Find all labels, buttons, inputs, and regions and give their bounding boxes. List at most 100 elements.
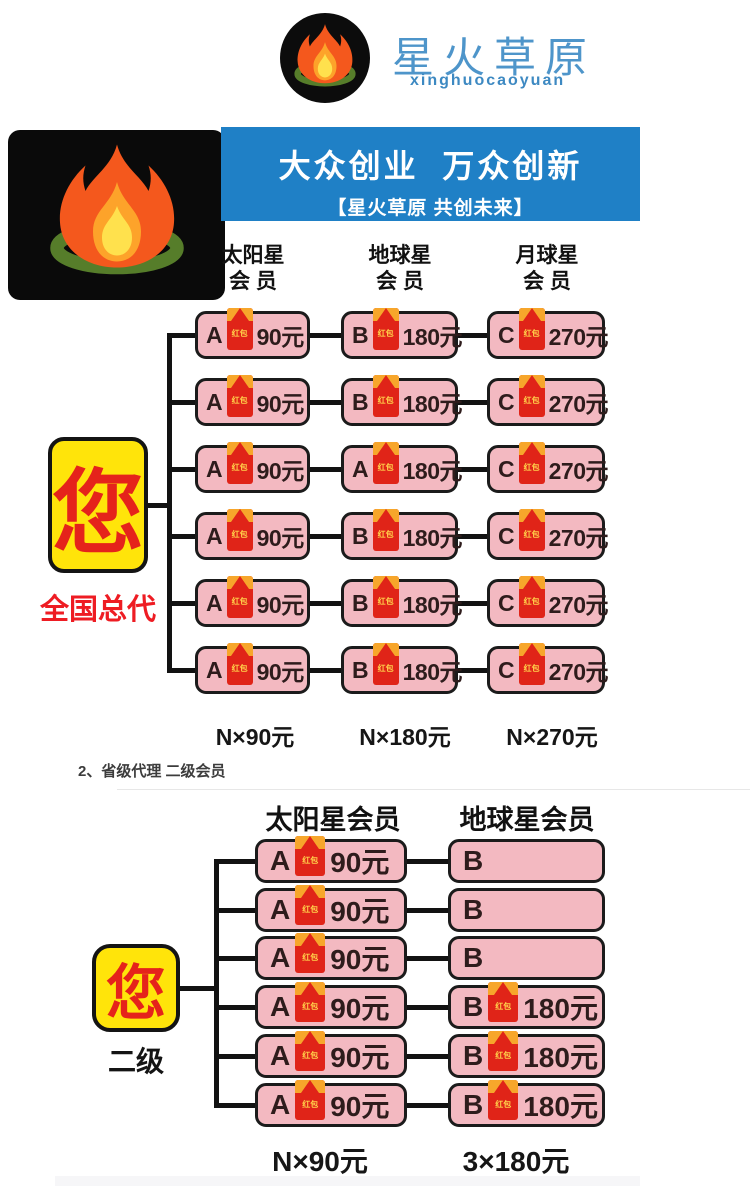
flame-card [8,130,225,300]
member-price: 270元 [548,525,609,551]
column-header-earth: 地球星会 员 [368,244,432,293]
connector-line [458,333,487,338]
connector-line [167,333,172,673]
column-total: N×90元 [272,1146,368,1177]
member-box: B红包 [448,888,605,932]
banner-title: 大众创业 万众创新 [278,148,583,184]
member-letter: A [206,388,223,415]
red-envelope-icon: 红包 [518,576,545,618]
you-caption-provincial: 二级 [107,1046,164,1077]
member-letter: A [206,321,223,348]
member-price: 180元 [402,324,463,350]
red-envelope-icon: 红包 [295,1031,326,1071]
column-header-earth2: 地球星会员 [459,805,595,835]
connector-line [310,333,341,338]
connector-line [167,333,195,338]
connector-line [167,668,195,673]
red-envelope-icon: 红包 [295,933,326,973]
connector-line [180,986,216,991]
red-envelope-icon: 红包 [295,1080,326,1120]
connector-line [167,400,195,405]
connector-line [407,1103,448,1108]
red-envelope-icon: 红包 [518,509,545,551]
member-letter: C [498,388,515,415]
member-price: 270元 [548,592,609,618]
connector-line [458,467,487,472]
red-envelope-icon: 红包 [488,1080,519,1120]
member-price: 180元 [523,1042,598,1073]
member-letter: B [352,589,369,616]
red-envelope-icon: 红包 [518,308,545,350]
connector-line [214,908,255,913]
member-price: 180元 [523,993,598,1024]
red-envelope-icon: 红包 [226,576,253,618]
member-letter: B [352,321,369,348]
member-letter: A [206,656,223,683]
member-price: 180元 [402,525,463,551]
red-envelope-icon: 红包 [372,643,399,685]
red-envelope-icon: 红包 [488,1031,519,1071]
member-letter: C [498,656,515,683]
section-heading: 2、省级代理 二级会员 [78,763,226,780]
member-letter: C [498,589,515,616]
member-box: B红包 [448,839,605,883]
member-price: 270元 [548,391,609,417]
connector-line [458,668,487,673]
member-price: 90元 [256,458,305,484]
member-price: 90元 [256,324,305,350]
flame-icon [294,24,356,87]
you-box-provincial: 您 [92,944,180,1032]
you-label: 您 [106,959,166,1027]
member-price: 90元 [256,525,305,551]
connector-line [407,956,448,961]
slogan-banner: 大众创业 万众创新 【星火草原 共创未来】 [221,127,640,221]
divider [117,789,750,790]
member-letter: A [270,894,291,925]
connector-line [167,601,195,606]
column-total: N×90元 [215,724,295,750]
connector-line [458,400,487,405]
column-total: 3×180元 [462,1146,570,1177]
brand-pinyin: xinghuocaoyuan [410,72,566,89]
red-envelope-icon: 红包 [295,982,326,1022]
member-price: 90元 [330,847,390,878]
red-envelope-icon: 红包 [372,442,399,484]
flame-icon [49,144,184,275]
member-letter: B [463,894,484,925]
connector-line [310,534,341,539]
member-letter: A [270,845,291,876]
connector-line [310,601,341,606]
member-price: 270元 [548,659,609,685]
member-letter: A [206,589,223,616]
member-price: 90元 [330,944,390,975]
connector-line [310,467,341,472]
member-price: 270元 [548,458,609,484]
logo-badge [280,13,370,103]
member-letter: B [352,388,369,415]
connector-line [458,601,487,606]
connector-line [167,467,195,472]
banner-subtitle: 【星火草原 共创未来】 [327,198,534,219]
you-box-national: 您 [48,437,148,573]
you-label: 您 [52,462,145,565]
member-price: 180元 [402,391,463,417]
member-price: 180元 [402,659,463,685]
red-envelope-icon: 红包 [226,509,253,551]
you-caption-national: 全国总代 [39,594,156,626]
column-header-sun: 太阳星会 员 [221,244,285,293]
